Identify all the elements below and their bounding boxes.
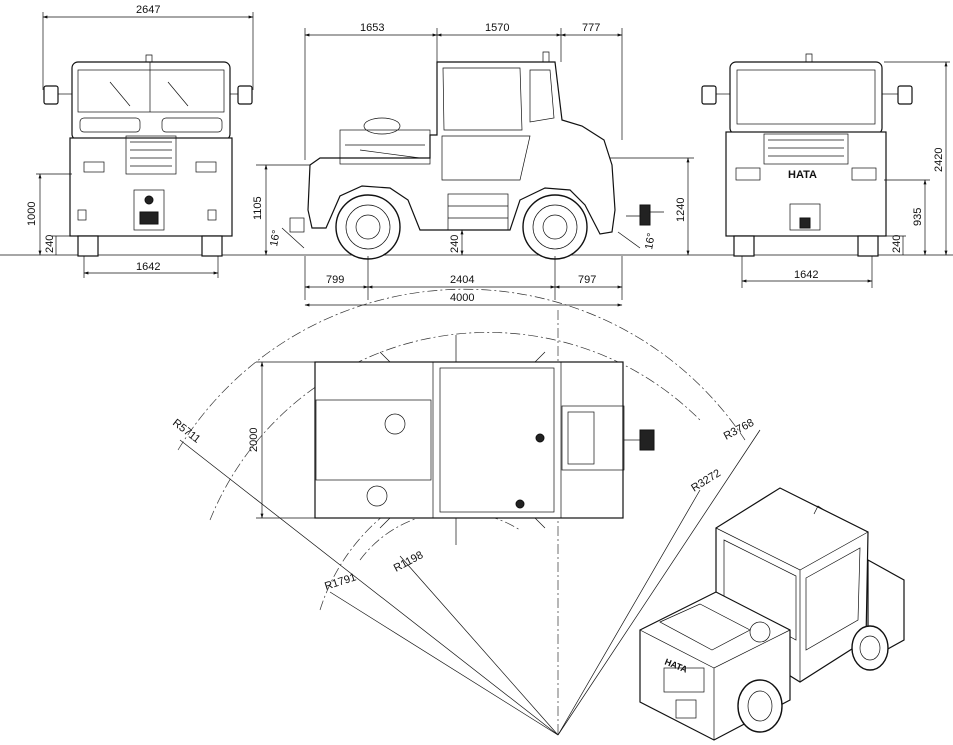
rear-overall-height-dim: 2420 bbox=[933, 148, 945, 172]
front-track-dim: 1642 bbox=[136, 261, 160, 273]
side-cab-length-dim: 1570 bbox=[485, 22, 509, 34]
side-mid-clearance-dim: 240 bbox=[449, 235, 461, 253]
side-front-overhang-bottom-dim: 799 bbox=[326, 274, 344, 286]
side-height-left-dim: 1105 bbox=[252, 196, 264, 220]
rear-brand-badge: HATA bbox=[788, 169, 817, 181]
side-overall-length-dim: 4000 bbox=[450, 292, 474, 304]
radius-5711-label: R5711 bbox=[170, 417, 202, 446]
side-rear-section-dim: 777 bbox=[582, 22, 600, 34]
front-view: 2647 1000 240 bbox=[26, 4, 254, 278]
radius-3768-label: R3768 bbox=[722, 417, 756, 443]
side-height-right-dim: 1240 bbox=[675, 198, 687, 222]
front-platform-height-dim: 1000 bbox=[26, 202, 38, 226]
radius-3272-label: R3272 bbox=[689, 467, 723, 494]
side-view: 1653 1570 777 1105 16° bbox=[252, 22, 694, 307]
rear-track-dim: 1642 bbox=[794, 269, 818, 281]
front-clearance-dim: 240 bbox=[44, 235, 56, 253]
rear-clearance-dim: 240 bbox=[891, 235, 903, 253]
rear-view: HATA 2420 935 240 1642 bbox=[701, 53, 950, 288]
side-departure-angle: 16° bbox=[643, 232, 658, 250]
side-front-overhang-dim: 1653 bbox=[360, 22, 384, 34]
front-width-dim: 2647 bbox=[136, 4, 160, 16]
radius-1791-label: R1791 bbox=[323, 571, 358, 592]
rear-coupling-height-dim: 935 bbox=[912, 208, 924, 226]
radius-1198-label: R1198 bbox=[392, 549, 426, 574]
isometric-view: HATA bbox=[639, 487, 905, 741]
side-rear-overhang-bottom-dim: 797 bbox=[578, 274, 596, 286]
top-width-dim: 2000 bbox=[248, 428, 260, 452]
top-view: 2000 R5711 R3768 R3272 R1198 R1791 bbox=[170, 288, 761, 736]
side-approach-angle: 16° bbox=[268, 229, 283, 247]
side-wheelbase-dim: 2404 bbox=[450, 274, 474, 286]
